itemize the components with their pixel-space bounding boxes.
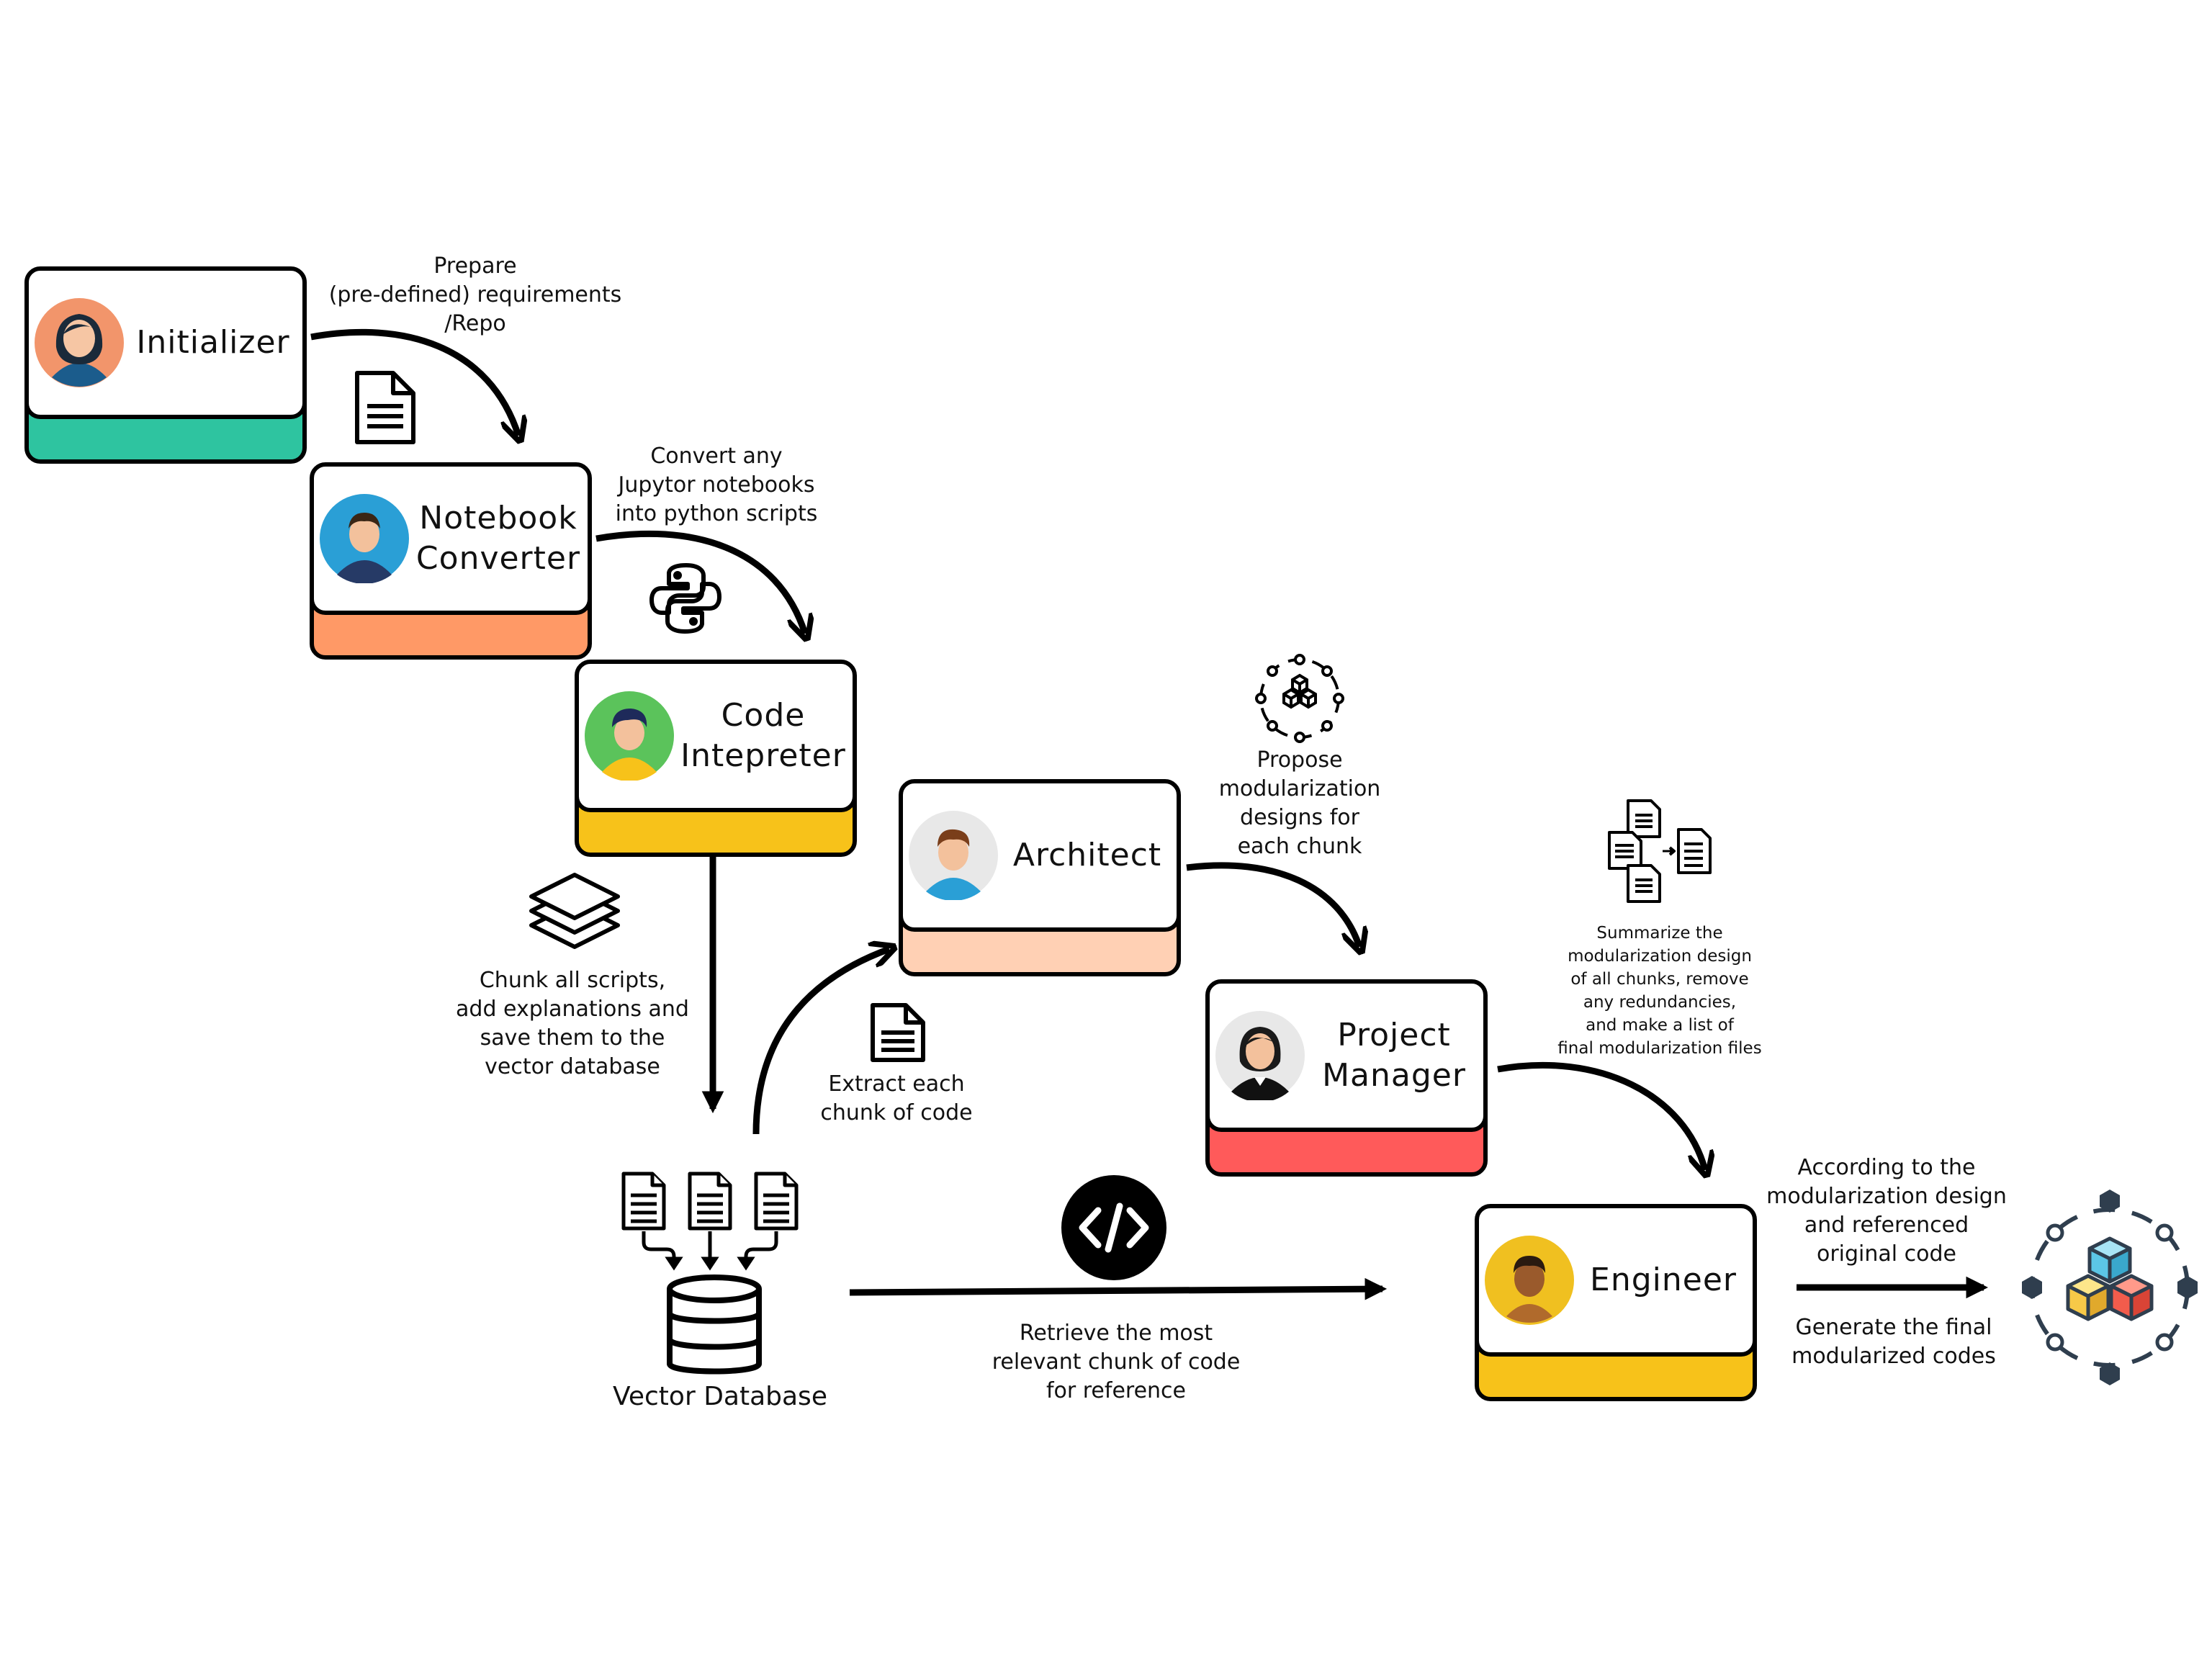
label-chunk: Chunk all scripts, add explanations and … [456, 968, 689, 1079]
document-merge-icon [1608, 799, 1712, 903]
python-icon [649, 563, 721, 634]
arrow-pm-to-engineer [1497, 1061, 1705, 1170]
label-prepare: Prepare (pre-defined) requirements /Repo [328, 253, 622, 336]
node-card: Initializer [24, 266, 307, 419]
merge-arrows [642, 1231, 778, 1271]
document-icon [688, 1172, 732, 1231]
node-card: Project Manager [1205, 979, 1488, 1132]
label-retrieve: Retrieve the most relevant chunk of code… [992, 1321, 1241, 1403]
male-avatar-icon [602, 709, 657, 782]
document-icon [754, 1172, 799, 1231]
final-modules-icon [2022, 1190, 2198, 1385]
document-icon [355, 371, 415, 444]
male-avatar-icon [337, 513, 392, 585]
arrow-initializer-to-notebook [310, 328, 518, 436]
node-card: Code Intepreter [575, 660, 857, 812]
avatar [1485, 1236, 1574, 1325]
modular-cubes-icon [1255, 654, 1344, 743]
node-card: Engineer [1475, 1204, 1757, 1357]
arrow-architect-to-pm [1186, 862, 1359, 947]
avatar [585, 691, 674, 782]
code-icon [1061, 1175, 1166, 1280]
avatar [909, 811, 998, 902]
avatar [1215, 1011, 1305, 1102]
female-avatar-icon [1231, 1027, 1289, 1102]
label-extract: Extract each chunk of code [820, 1071, 973, 1125]
document-icon [621, 1172, 666, 1231]
arrow-vectordb-to-architect [752, 949, 889, 1135]
label-propose: Propose modularization designs for each … [1218, 747, 1381, 859]
node-title: Code Intepreter [680, 697, 846, 774]
node-title: Initializer [136, 324, 290, 361]
avatar [320, 494, 409, 585]
node-title: Project Manager [1322, 1017, 1466, 1094]
node-title: Architect [1012, 837, 1162, 873]
label-generate: Generate the final modularized codes [1791, 1315, 1996, 1369]
arrow-notebook-to-code [595, 530, 805, 634]
layers-icon [529, 873, 620, 949]
label-according: According to the modularization design a… [1766, 1155, 2007, 1267]
database-icon [667, 1274, 762, 1375]
node-card: Architect [899, 779, 1181, 932]
male-avatar-icon [926, 829, 981, 902]
male-avatar-icon [1506, 1256, 1552, 1323]
female-avatar-icon [52, 314, 107, 387]
label-convert: Convert any Jupytor notebooks into pytho… [615, 444, 818, 526]
node-title: Notebook Converter [415, 500, 581, 577]
node-title: Engineer [1590, 1262, 1737, 1298]
label-vector-database: Vector Database [613, 1382, 827, 1411]
label-summarize: Summarize the modularization design of a… [1557, 924, 1762, 1058]
arrow-vectordb-to-engineer [849, 1277, 1388, 1300]
node-card: Notebook Converter [310, 462, 592, 615]
avatar [35, 298, 124, 387]
document-icon [871, 1003, 925, 1062]
